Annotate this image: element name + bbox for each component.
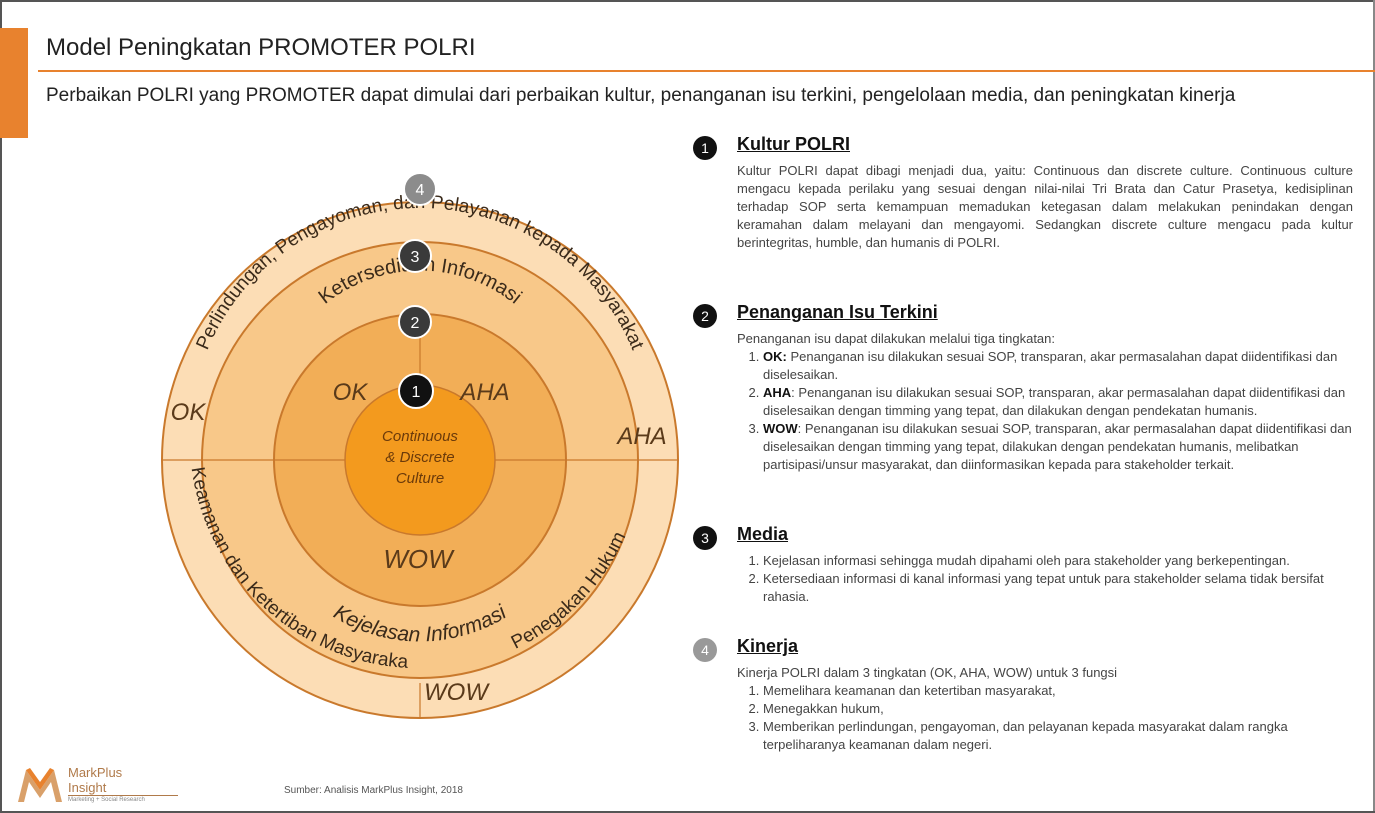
core-label-line1: Continuous	[382, 428, 458, 445]
page-title: Model Peningkatan PROMOTER POLRI	[46, 34, 476, 61]
list-item: Kejelasan informasi sehingga mudah dipah…	[763, 552, 1353, 570]
list-item: Memberikan perlindungan, pengayoman, dan…	[763, 718, 1353, 754]
section-media: 3 Media Kejelasan informasi sehingga mud…	[693, 524, 1353, 606]
list-item: OK: Penanganan isu dilakukan sesuai SOP,…	[763, 348, 1353, 384]
svg-text:2: 2	[411, 315, 420, 332]
core-label-line2: & Discrete	[385, 449, 454, 466]
section-kinerja-title: Kinerja	[737, 636, 799, 656]
ring2-aha-label: AHA	[458, 379, 509, 406]
source-note: Sumber: Analisis MarkPlus Insight, 2018	[284, 785, 463, 796]
section-kinerja-body: Kinerja POLRI dalam 3 tingkatan (OK, AHA…	[737, 664, 1353, 754]
logo-line2: Insight	[68, 780, 107, 795]
section-isu-body: Penanganan isu dapat dilakukan melalui t…	[737, 330, 1353, 474]
diagram-badge-2: 2	[398, 305, 432, 339]
logo-line1: MarkPlus	[68, 765, 123, 780]
section-media-list: Kejelasan informasi sehingga mudah dipah…	[737, 552, 1353, 606]
list-item: WOW: Penanganan isu dilakukan sesuai SOP…	[763, 420, 1353, 474]
svg-text:1: 1	[412, 384, 421, 401]
section-kultur-title: Kultur POLRI	[737, 134, 850, 154]
section-kinerja: 4 Kinerja Kinerja POLRI dalam 3 tingkata…	[693, 636, 1353, 754]
section-isu-header: 2 Penanganan Isu Terkini	[693, 302, 1353, 330]
frame-top	[0, 0, 1375, 2]
diagram-badge-3: 3	[398, 239, 432, 273]
section-kinerja-intro: Kinerja POLRI dalam 3 tingkatan (OK, AHA…	[737, 665, 1118, 680]
section-kinerja-number: 4	[693, 638, 717, 662]
section-isu-intro: Penanganan isu dapat dilakukan melalui t…	[737, 331, 1056, 346]
list-item: Ketersediaan informasi di kanal informas…	[763, 570, 1353, 606]
markplus-logo: MarkPlus Insight Marketing + Social Rese…	[16, 764, 178, 806]
ring2-wow-label: WOW	[383, 544, 455, 574]
frame-right	[1373, 0, 1375, 813]
logo-divider	[68, 795, 178, 796]
outer-aha-label: AHA	[615, 423, 666, 450]
frame-left	[0, 0, 2, 813]
section-kultur: 1 Kultur POLRI Kultur POLRI dapat dibagi…	[693, 134, 1353, 252]
section-media-body: Kejelasan informasi sehingga mudah dipah…	[737, 552, 1353, 606]
section-media-number: 3	[693, 526, 717, 550]
page-subtitle: Perbaikan POLRI yang PROMOTER dapat dimu…	[46, 85, 1236, 106]
section-isu-number: 2	[693, 304, 717, 328]
item-label: OK:	[763, 349, 787, 364]
section-kultur-header: 1 Kultur POLRI	[693, 134, 1353, 162]
ring2-ok-label: OK	[333, 379, 369, 406]
logo-tagline: Marketing + Social Research	[68, 797, 145, 803]
section-kinerja-header: 4 Kinerja	[693, 636, 1353, 664]
list-item: AHA: Penanganan isu dilakukan sesuai SOP…	[763, 384, 1353, 420]
section-kultur-body: Kultur POLRI dapat dibagi menjadi dua, y…	[737, 162, 1353, 252]
logo-name: MarkPlus Insight	[68, 765, 122, 795]
item-label: AHA	[763, 385, 792, 400]
item-label: WOW	[763, 421, 798, 436]
svg-text:3: 3	[411, 249, 420, 266]
title-accent-bar	[0, 28, 28, 138]
frame-bottom	[0, 811, 1375, 813]
list-item: Menegakkan hukum,	[763, 700, 1353, 718]
diagram-badge-4: 4	[403, 172, 437, 206]
item-text: : Penanganan isu dilakukan sesuai SOP, t…	[763, 421, 1352, 472]
outer-wow-label: WOW	[424, 679, 490, 706]
diagram-svg: Continuous & Discrete Culture OK AHA WOW…	[150, 168, 679, 719]
concentric-diagram: Continuous & Discrete Culture OK AHA WOW…	[150, 168, 690, 728]
title-divider	[38, 70, 1375, 72]
svg-text:4: 4	[416, 182, 425, 199]
section-isu-list: OK: Penanganan isu dilakukan sesuai SOP,…	[737, 348, 1353, 474]
core-label-line3: Culture	[396, 470, 444, 487]
section-isu-title: Penanganan Isu Terkini	[737, 302, 938, 322]
item-text: Penanganan isu dilakukan sesuai SOP, tra…	[763, 349, 1338, 382]
section-media-header: 3 Media	[693, 524, 1353, 552]
diagram-badge-1: 1	[398, 373, 434, 409]
section-media-title: Media	[737, 524, 789, 544]
section-kultur-number: 1	[693, 136, 717, 160]
list-item: Memelihara keamanan dan ketertiban masya…	[763, 682, 1353, 700]
logo-m-icon	[18, 768, 62, 802]
section-kinerja-list: Memelihara keamanan dan ketertiban masya…	[737, 682, 1353, 754]
section-isu: 2 Penanganan Isu Terkini Penanganan isu …	[693, 302, 1353, 474]
item-text: : Penanganan isu dilakukan sesuai SOP, t…	[763, 385, 1346, 418]
outer-ok-label: OK	[171, 399, 207, 426]
section-kultur-text: Kultur POLRI dapat dibagi menjadi dua, y…	[737, 163, 1353, 250]
